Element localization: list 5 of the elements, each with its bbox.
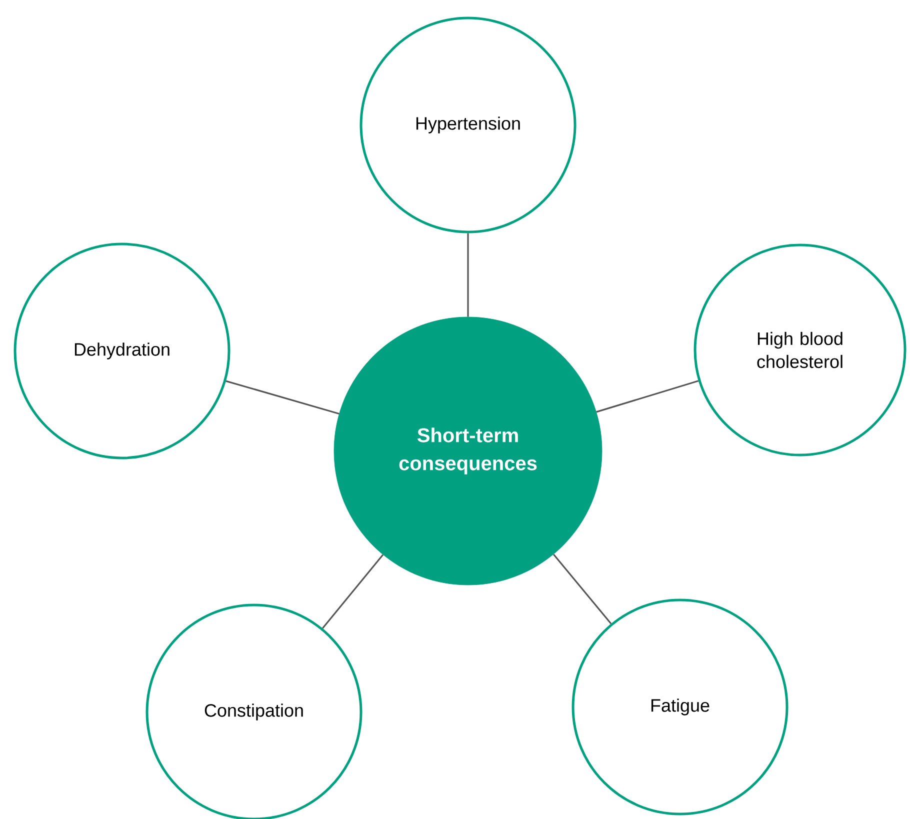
connector-line: [226, 380, 340, 414]
connector-line: [467, 233, 469, 317]
connector-line: [596, 380, 699, 413]
connector-line: [322, 554, 384, 629]
connector-line: [552, 554, 612, 624]
